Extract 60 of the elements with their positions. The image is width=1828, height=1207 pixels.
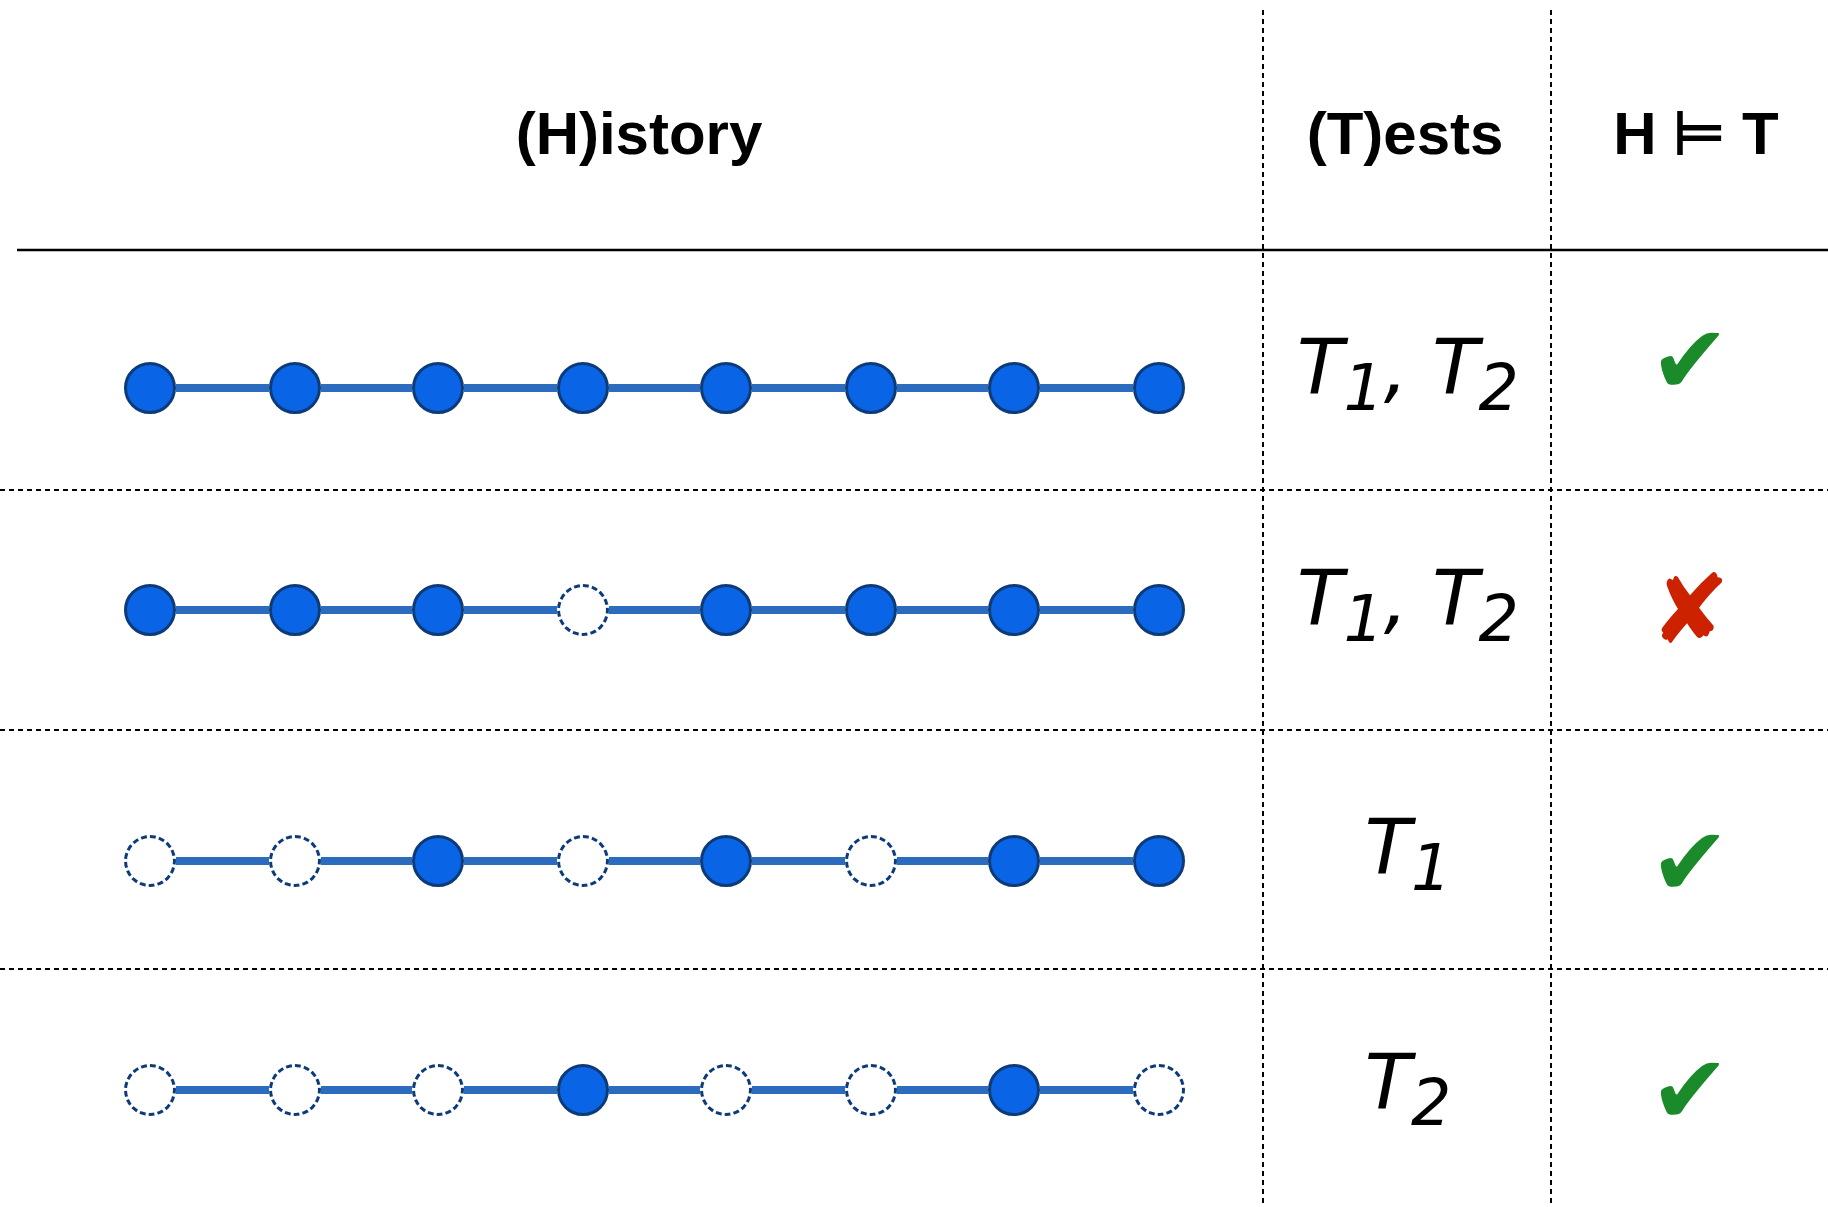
check-mark: ✔	[1649, 312, 1731, 408]
column-header: (H)istory	[515, 104, 763, 164]
filled-circle	[1133, 835, 1185, 887]
connector-line	[464, 384, 557, 392]
connector-line	[176, 857, 269, 865]
filled-circle	[988, 362, 1040, 414]
test-list-text: T$_{1}$, T$_{2}$	[1297, 560, 1519, 652]
connector-line	[464, 857, 557, 865]
filled-circle	[700, 835, 752, 887]
filled-circle	[845, 362, 897, 414]
connector-line	[897, 857, 988, 865]
filled-circle	[124, 362, 176, 414]
filled-circle	[269, 584, 321, 636]
connector-line	[321, 1086, 412, 1094]
connector-line	[752, 606, 845, 614]
connector-line	[464, 1086, 557, 1094]
connector-line	[897, 606, 988, 614]
filled-circle	[700, 584, 752, 636]
test-list-text: T$_{1}$, T$_{2}$	[1297, 329, 1519, 421]
test-list-text: T$_{2}$	[1364, 1044, 1452, 1136]
filled-circle	[124, 584, 176, 636]
connector-line	[321, 857, 412, 865]
filled-circle	[1133, 584, 1185, 636]
connector-line	[609, 1086, 700, 1094]
connector-line	[609, 606, 700, 614]
check-mark: ✔	[1649, 814, 1731, 910]
filled-circle	[845, 584, 897, 636]
connector-line	[321, 606, 412, 614]
filled-circle	[988, 835, 1040, 887]
filled-circle	[557, 1064, 609, 1116]
connector-line	[1040, 857, 1133, 865]
connector-line	[1040, 606, 1133, 614]
filled-circle	[988, 584, 1040, 636]
connector-line	[752, 1086, 845, 1094]
test-list-text: T$_{1}$	[1364, 809, 1452, 901]
connector-line	[609, 857, 700, 865]
connector-line	[752, 857, 845, 865]
filled-circle	[269, 362, 321, 414]
connector-line	[1040, 1086, 1133, 1094]
connector-line	[176, 384, 269, 392]
connector-line	[321, 384, 412, 392]
filled-circle	[700, 362, 752, 414]
cross-mark: ✘	[1649, 562, 1731, 658]
filled-circle	[1133, 362, 1185, 414]
column-header: H ⊨ T	[1613, 104, 1779, 164]
connector-line	[752, 384, 845, 392]
connector-line	[897, 1086, 988, 1094]
filled-circle	[988, 1064, 1040, 1116]
column-header: (T)ests	[1306, 104, 1504, 164]
connector-line	[609, 384, 700, 392]
connector-line	[176, 606, 269, 614]
connector-line	[464, 606, 557, 614]
check-mark: ✔	[1649, 1042, 1731, 1138]
connector-line	[176, 1086, 269, 1094]
filled-circle	[412, 362, 464, 414]
connector-line	[1040, 384, 1133, 392]
connector-line	[897, 384, 988, 392]
filled-circle	[557, 362, 609, 414]
filled-circle	[412, 584, 464, 636]
filled-circle	[412, 835, 464, 887]
